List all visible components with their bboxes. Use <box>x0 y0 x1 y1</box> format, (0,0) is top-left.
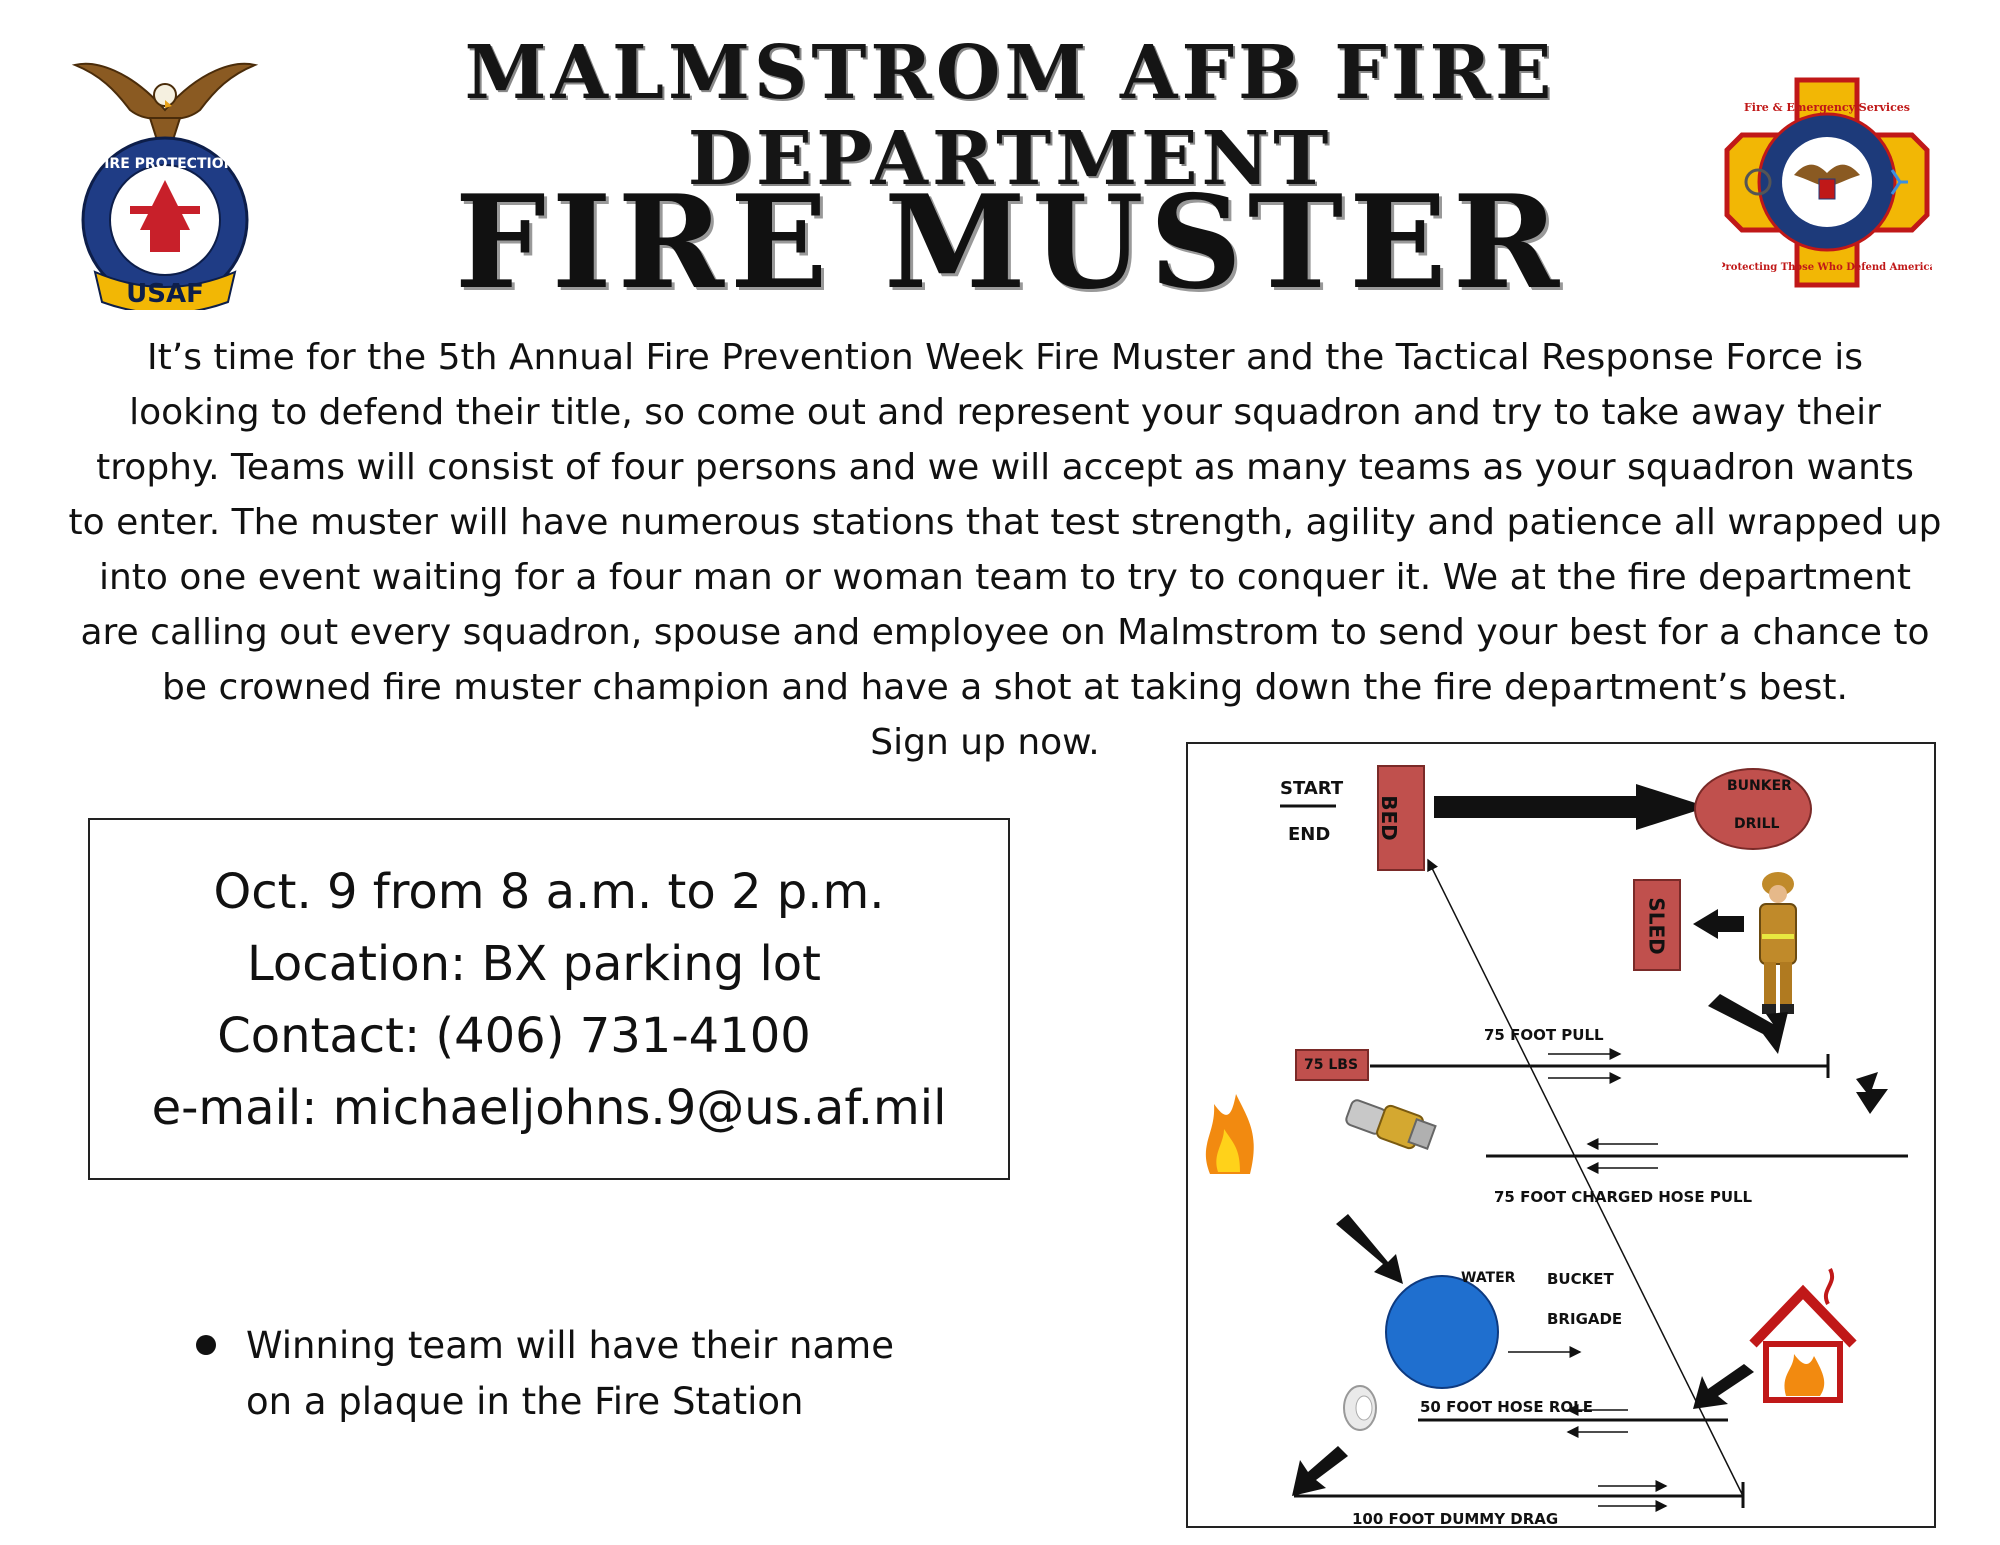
start-label: START <box>1280 778 1344 799</box>
drill-label: DRILL <box>1734 816 1780 832</box>
intro-line: are calling out every squadron, spouse a… <box>80 612 1930 653</box>
logo-arc-text: FIRE PROTECTION <box>95 156 236 172</box>
event-email[interactable]: e-mail: michaeljohns.9@us.af.mil <box>151 1080 947 1136</box>
foot-pull-label: 75 FOOT PULL <box>1484 1026 1604 1044</box>
water-label: WATER <box>1461 1270 1516 1286</box>
usaf-fire-protection-logo: USAF FIRE PROTECTION <box>70 40 260 315</box>
bullet-icon <box>196 1335 216 1355</box>
dod-top-text: Fire & Emergency Services <box>1744 101 1910 114</box>
return-path-line <box>1427 858 1744 1497</box>
charged-hose-label: 75 FOOT CHARGED HOSE PULL <box>1494 1188 1753 1206</box>
intro-line: looking to defend their title, so come o… <box>129 392 1881 433</box>
bullet-item: Winning team will have their name on a p… <box>246 1318 966 1430</box>
flame-icon <box>1205 1094 1254 1174</box>
sled-station <box>1633 879 1681 971</box>
sled-label: SLED <box>1644 897 1669 955</box>
bunker-drill-station <box>1694 768 1812 850</box>
event-location: Location: BX parking lot <box>247 936 821 992</box>
hose-roll-icon <box>1343 1385 1377 1431</box>
dod-motto-text: Protecting Those Who Defend America <box>1722 262 1932 273</box>
bucket-label: BUCKET <box>1547 1270 1614 1288</box>
course-diagram: START END BED BUNKER DRILL SLED 75 FOOT … <box>1186 742 1936 1528</box>
bed-station <box>1377 765 1425 871</box>
arrow-down-icon <box>1856 1072 1888 1114</box>
sign-up-line: Sign up now. <box>870 722 1100 763</box>
water-bucket-station <box>1385 1275 1499 1389</box>
usaf-banner-text: USAF <box>126 279 204 309</box>
dod-fire-emergency-logo: Fire & Emergency Services Protecting Tho… <box>1718 75 1937 290</box>
hose-nozzle-icon <box>1345 1099 1437 1150</box>
intro-line: into one event waiting for a four man or… <box>98 557 1912 598</box>
event-contact: Contact: (406) 731-4100 <box>217 1008 811 1064</box>
arrow-to-sled-icon <box>1716 916 1744 932</box>
event-info-box: Oct. 9 from 8 a.m. to 2 p.m. Location: B… <box>88 818 1010 1180</box>
arrow-to-water-icon <box>1336 1214 1403 1284</box>
firefighter-icon <box>1759 872 1797 1014</box>
weight-station <box>1295 1049 1369 1081</box>
intro-line: be crowned fire muster champion and have… <box>162 667 1848 708</box>
intro-line: It’s time for the 5th Annual Fire Preven… <box>147 337 1863 378</box>
weight-label: 75 LBS <box>1304 1057 1359 1073</box>
department-title: MALMSTROM AFB FIRE DEPARTMENT <box>464 30 1556 202</box>
house-fire-icon <box>1749 1268 1857 1403</box>
intro-paragraph: It’s time for the 5th Annual Fire Preven… <box>40 330 1970 770</box>
brigade-label: BRIGADE <box>1547 1310 1623 1328</box>
event-title: FIRE MUSTER <box>454 168 1566 318</box>
intro-line: to enter. The muster will have numerous … <box>68 502 1942 543</box>
dummy-drag-label: 100 FOOT DUMMY DRAG <box>1352 1510 1559 1528</box>
bullet-line: Winning team will have their name <box>246 1324 894 1367</box>
bullet-line: on a plaque in the Fire Station <box>246 1380 804 1423</box>
bed-label: BED <box>1376 795 1401 841</box>
arrow-to-dummy-icon <box>1292 1446 1348 1496</box>
event-date: Oct. 9 from 8 a.m. to 2 p.m. <box>213 864 885 920</box>
end-label: END <box>1288 824 1331 845</box>
arrow-down-right-icon <box>1708 994 1788 1054</box>
arrow-to-bunker-icon <box>1434 796 1639 818</box>
arrow-down-left-icon <box>1693 1364 1754 1409</box>
bunker-label: BUNKER <box>1727 778 1792 794</box>
hose-roll-label: 50 FOOT HOSE ROLE <box>1420 1398 1593 1416</box>
intro-line: trophy. Teams will consist of four perso… <box>96 447 1914 488</box>
